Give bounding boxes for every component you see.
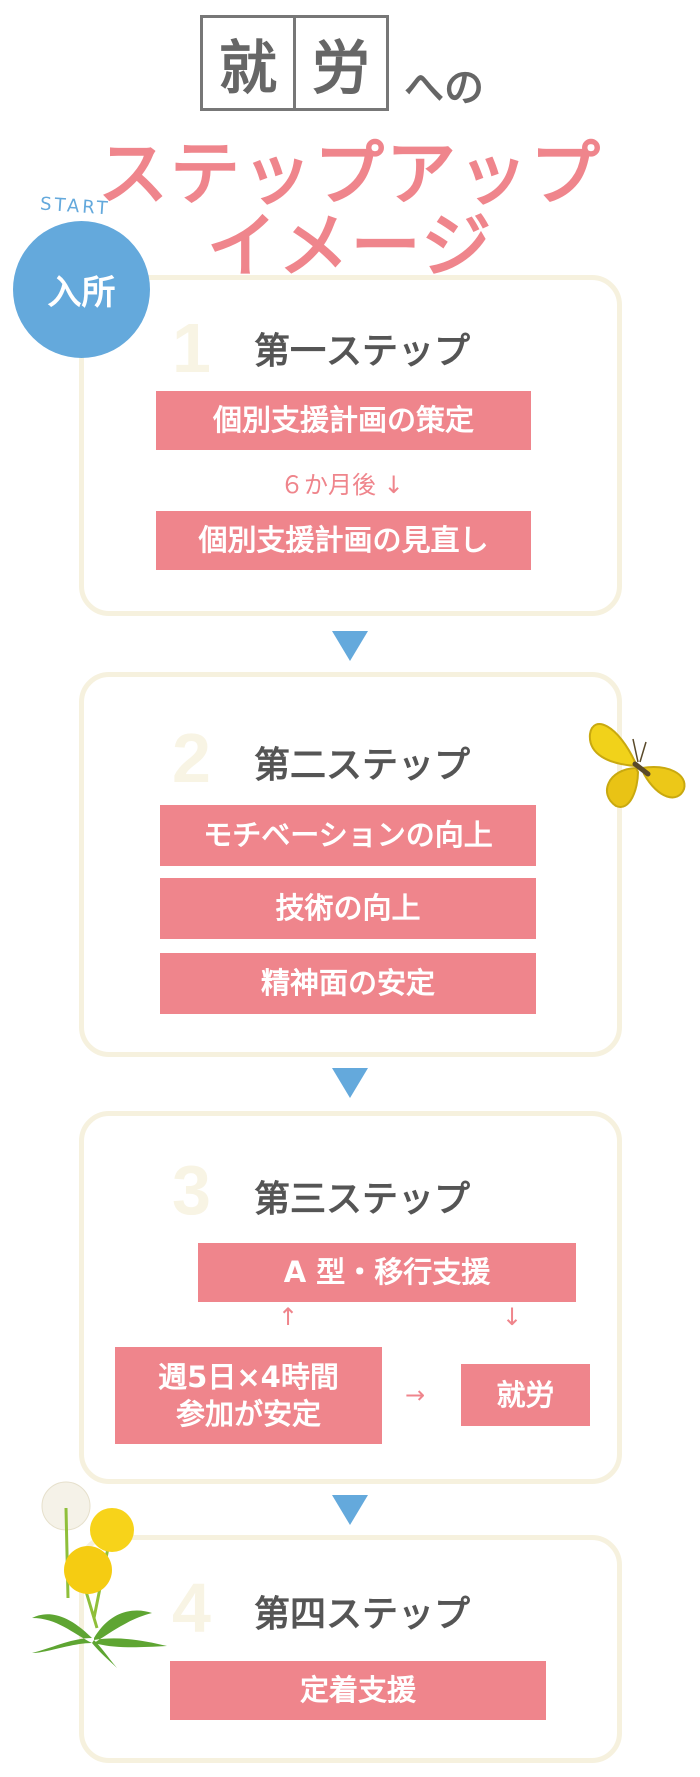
step-title: 第三ステップ (254, 1179, 471, 1220)
step-number: 2 (172, 719, 211, 797)
step-item: モチベーションの向上 (160, 805, 536, 866)
step-item: 定着支援 (170, 1661, 546, 1720)
title-char: 労 (293, 18, 386, 108)
butterfly-icon (588, 723, 686, 808)
down-arrow-icon (332, 1495, 368, 1525)
dandelion-icon (32, 1481, 167, 1668)
step-item: 就労 (461, 1364, 590, 1426)
step-item: 週5日×4時間 参加が安定 (115, 1347, 382, 1444)
title-suffix: への (404, 65, 484, 111)
title-line1: ステップアップ (98, 133, 602, 215)
right-arrow-icon: → (405, 1381, 426, 1409)
step-number: 4 (172, 1569, 211, 1647)
step-item: 技術の向上 (160, 878, 536, 939)
step-note: ６か月後 ↓ (280, 471, 404, 499)
step-number: 3 (172, 1151, 211, 1229)
step-title: 第二ステップ (254, 745, 471, 786)
title-char: 就 (218, 34, 277, 102)
title-line2: イメージ (206, 205, 494, 287)
step-title: 第四ステップ (254, 1594, 471, 1635)
step-item-line: 週5日×4時間 (158, 1360, 339, 1395)
step-item: 個別支援計画の見直し (156, 511, 531, 570)
down-arrow-icon (332, 1068, 368, 1098)
down-arrow-icon: ↓ (502, 1303, 523, 1331)
step-item: 個別支援計画の策定 (156, 391, 531, 450)
step-item: 精神面の安定 (160, 953, 536, 1014)
step-title: 第一ステップ (254, 331, 471, 372)
up-arrow-icon: ↑ (278, 1303, 299, 1331)
step-number: 1 (172, 309, 211, 387)
down-arrow-icon (332, 631, 368, 661)
step-item: A 型・移行支援 (198, 1243, 576, 1302)
step-4-box (79, 1535, 622, 1763)
start-badge: 入所 (13, 221, 150, 358)
title-box: 就 労 (200, 15, 389, 111)
step-item-line: 参加が安定 (175, 1396, 321, 1431)
